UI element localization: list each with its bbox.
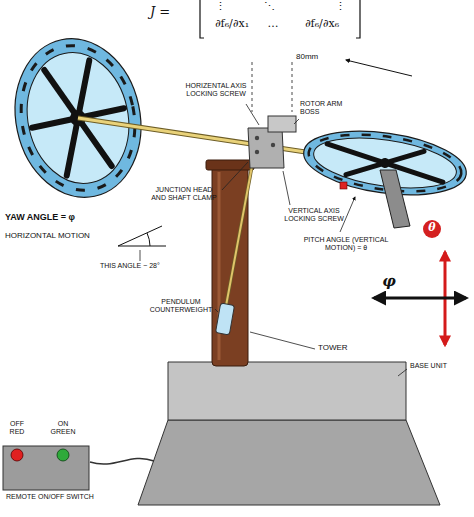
pendulum-rod — [226, 166, 252, 306]
yaw-symbol: φ — [380, 272, 398, 290]
matrix-dots: ⋱ — [260, 0, 278, 13]
rotor-arm-boss — [268, 116, 296, 132]
matrix-dots: … — [262, 17, 284, 30]
motion-label: HORIZONTAL MOTION — [5, 231, 117, 241]
part-label: ROTOR ARM BOSS — [300, 100, 346, 117]
leader-lines — [215, 104, 407, 376]
counterweight — [216, 303, 235, 335]
tower-flange — [206, 160, 254, 170]
screw — [255, 150, 259, 154]
theta-badge — [423, 220, 441, 238]
angle-line — [118, 226, 162, 246]
base-skirt — [138, 420, 440, 505]
part-label: HORIZENTAL AXIS LOCKING SCREW — [176, 82, 256, 99]
button-label: ON GREEN — [46, 420, 80, 437]
leader-line — [140, 250, 141, 261]
angle-line — [118, 246, 166, 247]
dimension-line — [252, 62, 253, 112]
screw — [255, 136, 259, 140]
matrix-entry: ∂f₆/∂x₁ — [204, 17, 260, 30]
pitch-symbol: θ — [424, 221, 440, 234]
junction-head — [248, 128, 284, 168]
angle-note: THIS ANGLE ~ 28° — [100, 262, 196, 270]
matrix-bracket — [200, 0, 204, 38]
off-button — [11, 449, 23, 461]
tower-column — [212, 166, 248, 366]
angle-label: YAW ANGLE = φ — [5, 212, 117, 223]
button-label: OFF RED — [6, 420, 28, 437]
part-label: BASE UNIT — [410, 362, 468, 370]
matrix-symbol: J = — [150, 4, 190, 20]
switch-box: OFF RED ON GREEN REMOTE ON/OFF SWITCH — [2, 418, 98, 515]
part-label: TOWER — [318, 343, 362, 353]
angle-label: PITCH ANGLE (VERTICAL MOTION) = θ — [294, 236, 398, 253]
indicator-square — [340, 182, 347, 189]
dimension-line — [292, 62, 293, 112]
rotor-hub — [379, 157, 390, 168]
rotor-slots — [8, 35, 148, 201]
switch-label: REMOTE ON/OFF SWITCH — [2, 493, 98, 501]
matrix-entry: ∂f₆/∂x₆ — [290, 17, 354, 30]
part-label: VERTICAL AXIS LOCKING SCREW — [280, 207, 348, 224]
screw — [271, 143, 275, 147]
base-top — [168, 362, 406, 420]
part-label: JUNCTION HEAD AND SHAFT CLAMP — [148, 186, 220, 203]
matrix-dots: ⋮ — [213, 0, 227, 13]
on-button — [57, 449, 69, 461]
dimension-arrow — [346, 60, 412, 76]
yaw-arrow — [374, 297, 466, 300]
dimension-label: 80mm — [296, 52, 340, 62]
switch-wire — [90, 458, 154, 464]
matrix-dots: ⋮ — [333, 0, 347, 13]
rotor-motor — [380, 170, 410, 228]
switch-housing — [3, 446, 89, 490]
pendulum-rod — [226, 166, 252, 306]
matrix-bracket — [356, 0, 360, 38]
part-label: PENDULUM COUNTERWEIGHT — [146, 298, 216, 315]
angle-arc — [147, 233, 150, 246]
